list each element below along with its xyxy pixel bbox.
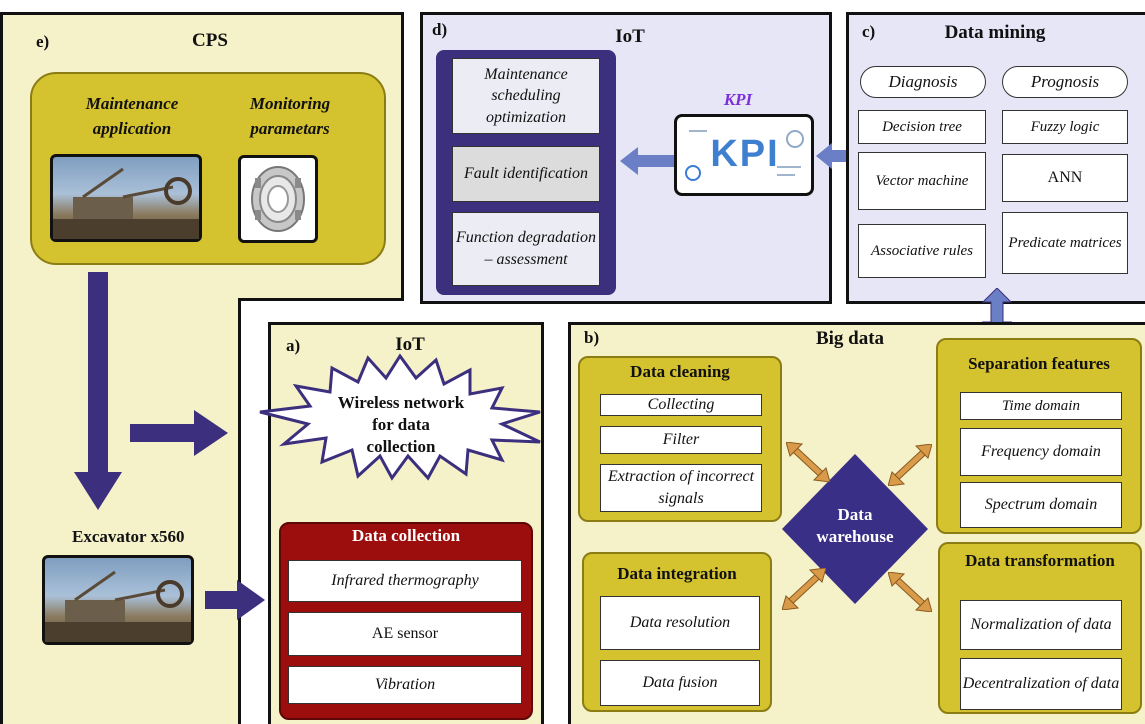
big-data-title: Big data <box>815 328 885 349</box>
vector-machine-box: Vector machine <box>858 152 986 210</box>
decision-tree-box: Decision tree <box>858 110 986 144</box>
normalization-box: Normalization of data <box>960 600 1122 650</box>
arrow-excavator-to-collection <box>205 580 265 620</box>
wireless-network-label: Wireless network for data collection <box>337 393 465 457</box>
arrow-transformation-warehouse <box>888 572 932 612</box>
data-fusion-box: Data fusion <box>600 660 760 706</box>
arrow-mining-to-kpi <box>816 143 852 169</box>
spectrum-domain-box: Spectrum domain <box>960 482 1122 528</box>
kpi-label: KPI <box>723 90 753 109</box>
vibration-box: Vibration <box>288 666 522 704</box>
cps-panel-lower <box>0 298 241 724</box>
iot-d-title: IoT <box>615 26 645 47</box>
excavator-image-bottom <box>42 555 194 645</box>
excavator-label: Excavator x560 <box>72 527 185 546</box>
data-integration-title: Data integration <box>617 564 737 583</box>
excavator-drawing-top <box>53 167 199 239</box>
arrow-kpi-to-list <box>620 147 674 175</box>
data-warehouse-label: Data warehouse <box>816 505 894 547</box>
data-resolution-box: Data resolution <box>600 596 760 650</box>
extraction-box: Extraction of incorrect signals <box>600 464 762 512</box>
time-domain-box: Time domain <box>960 392 1122 420</box>
diagnosis-oval: Diagnosis <box>860 66 986 98</box>
predicate-matrices-box: Predicate matrices <box>1002 212 1128 274</box>
iot-a-title: IoT <box>395 334 425 355</box>
monitoring-parametars-label: Monitoring parametars <box>249 94 331 138</box>
arrow-integration-warehouse <box>782 568 826 610</box>
data-collection-title: Data collection <box>351 526 461 545</box>
bearing-image <box>238 155 318 243</box>
maintenance-scheduling-box: Maintenance scheduling optimization <box>452 58 600 134</box>
function-degradation-box: Function degradation – assessment <box>452 212 600 286</box>
big-data-tag: b) <box>584 328 600 347</box>
fuzzy-logic-box: Fuzzy logic <box>1002 110 1128 144</box>
arrow-cleaning-warehouse <box>786 442 830 482</box>
cps-panel-step <box>238 298 404 301</box>
cps-title: CPS <box>192 30 228 51</box>
excavator-image-top <box>50 154 202 242</box>
arrow-cps-to-wireless <box>130 410 228 456</box>
wireless-starburst <box>259 353 541 481</box>
kpi-icon-text: KPI <box>710 133 780 175</box>
data-cleaning-title: Data cleaning <box>630 362 730 381</box>
arrow-separation-warehouse <box>888 444 932 486</box>
cps-tag: e) <box>36 32 50 51</box>
iot-a-tag: a) <box>286 336 301 355</box>
filter-box: Filter <box>600 426 762 454</box>
frequency-domain-box: Frequency domain <box>960 428 1122 476</box>
kpi-image: KPI <box>674 114 814 196</box>
ann-box: ANN <box>1002 154 1128 202</box>
maintenance-application-label: Maintenance application <box>85 94 179 138</box>
data-mining-title: Data mining <box>944 22 1046 43</box>
arrow-cps-to-excavator <box>74 272 122 510</box>
ae-sensor-box: AE sensor <box>288 612 522 656</box>
separation-features-title: Separation features <box>968 354 1110 373</box>
data-transformation-title: Data transformation <box>965 551 1115 570</box>
iot-d-tag: d) <box>432 20 448 39</box>
data-warehouse-diamond <box>782 454 928 604</box>
excavator-drawing-bottom <box>45 570 191 642</box>
kpi-gear-icon <box>685 130 804 181</box>
data-mining-tag: c) <box>862 22 876 41</box>
associative-rules-box: Associative rules <box>858 224 986 278</box>
decentralization-box: Decentralization of data <box>960 658 1122 710</box>
bearing-drawing <box>251 166 305 232</box>
fault-identification-box: Fault identification <box>452 146 600 202</box>
collecting-box: Collecting <box>600 394 762 416</box>
prognosis-oval: Prognosis <box>1002 66 1128 98</box>
infrared-thermography-box: Infrared thermography <box>288 560 522 602</box>
cps-panel-join <box>3 295 238 301</box>
